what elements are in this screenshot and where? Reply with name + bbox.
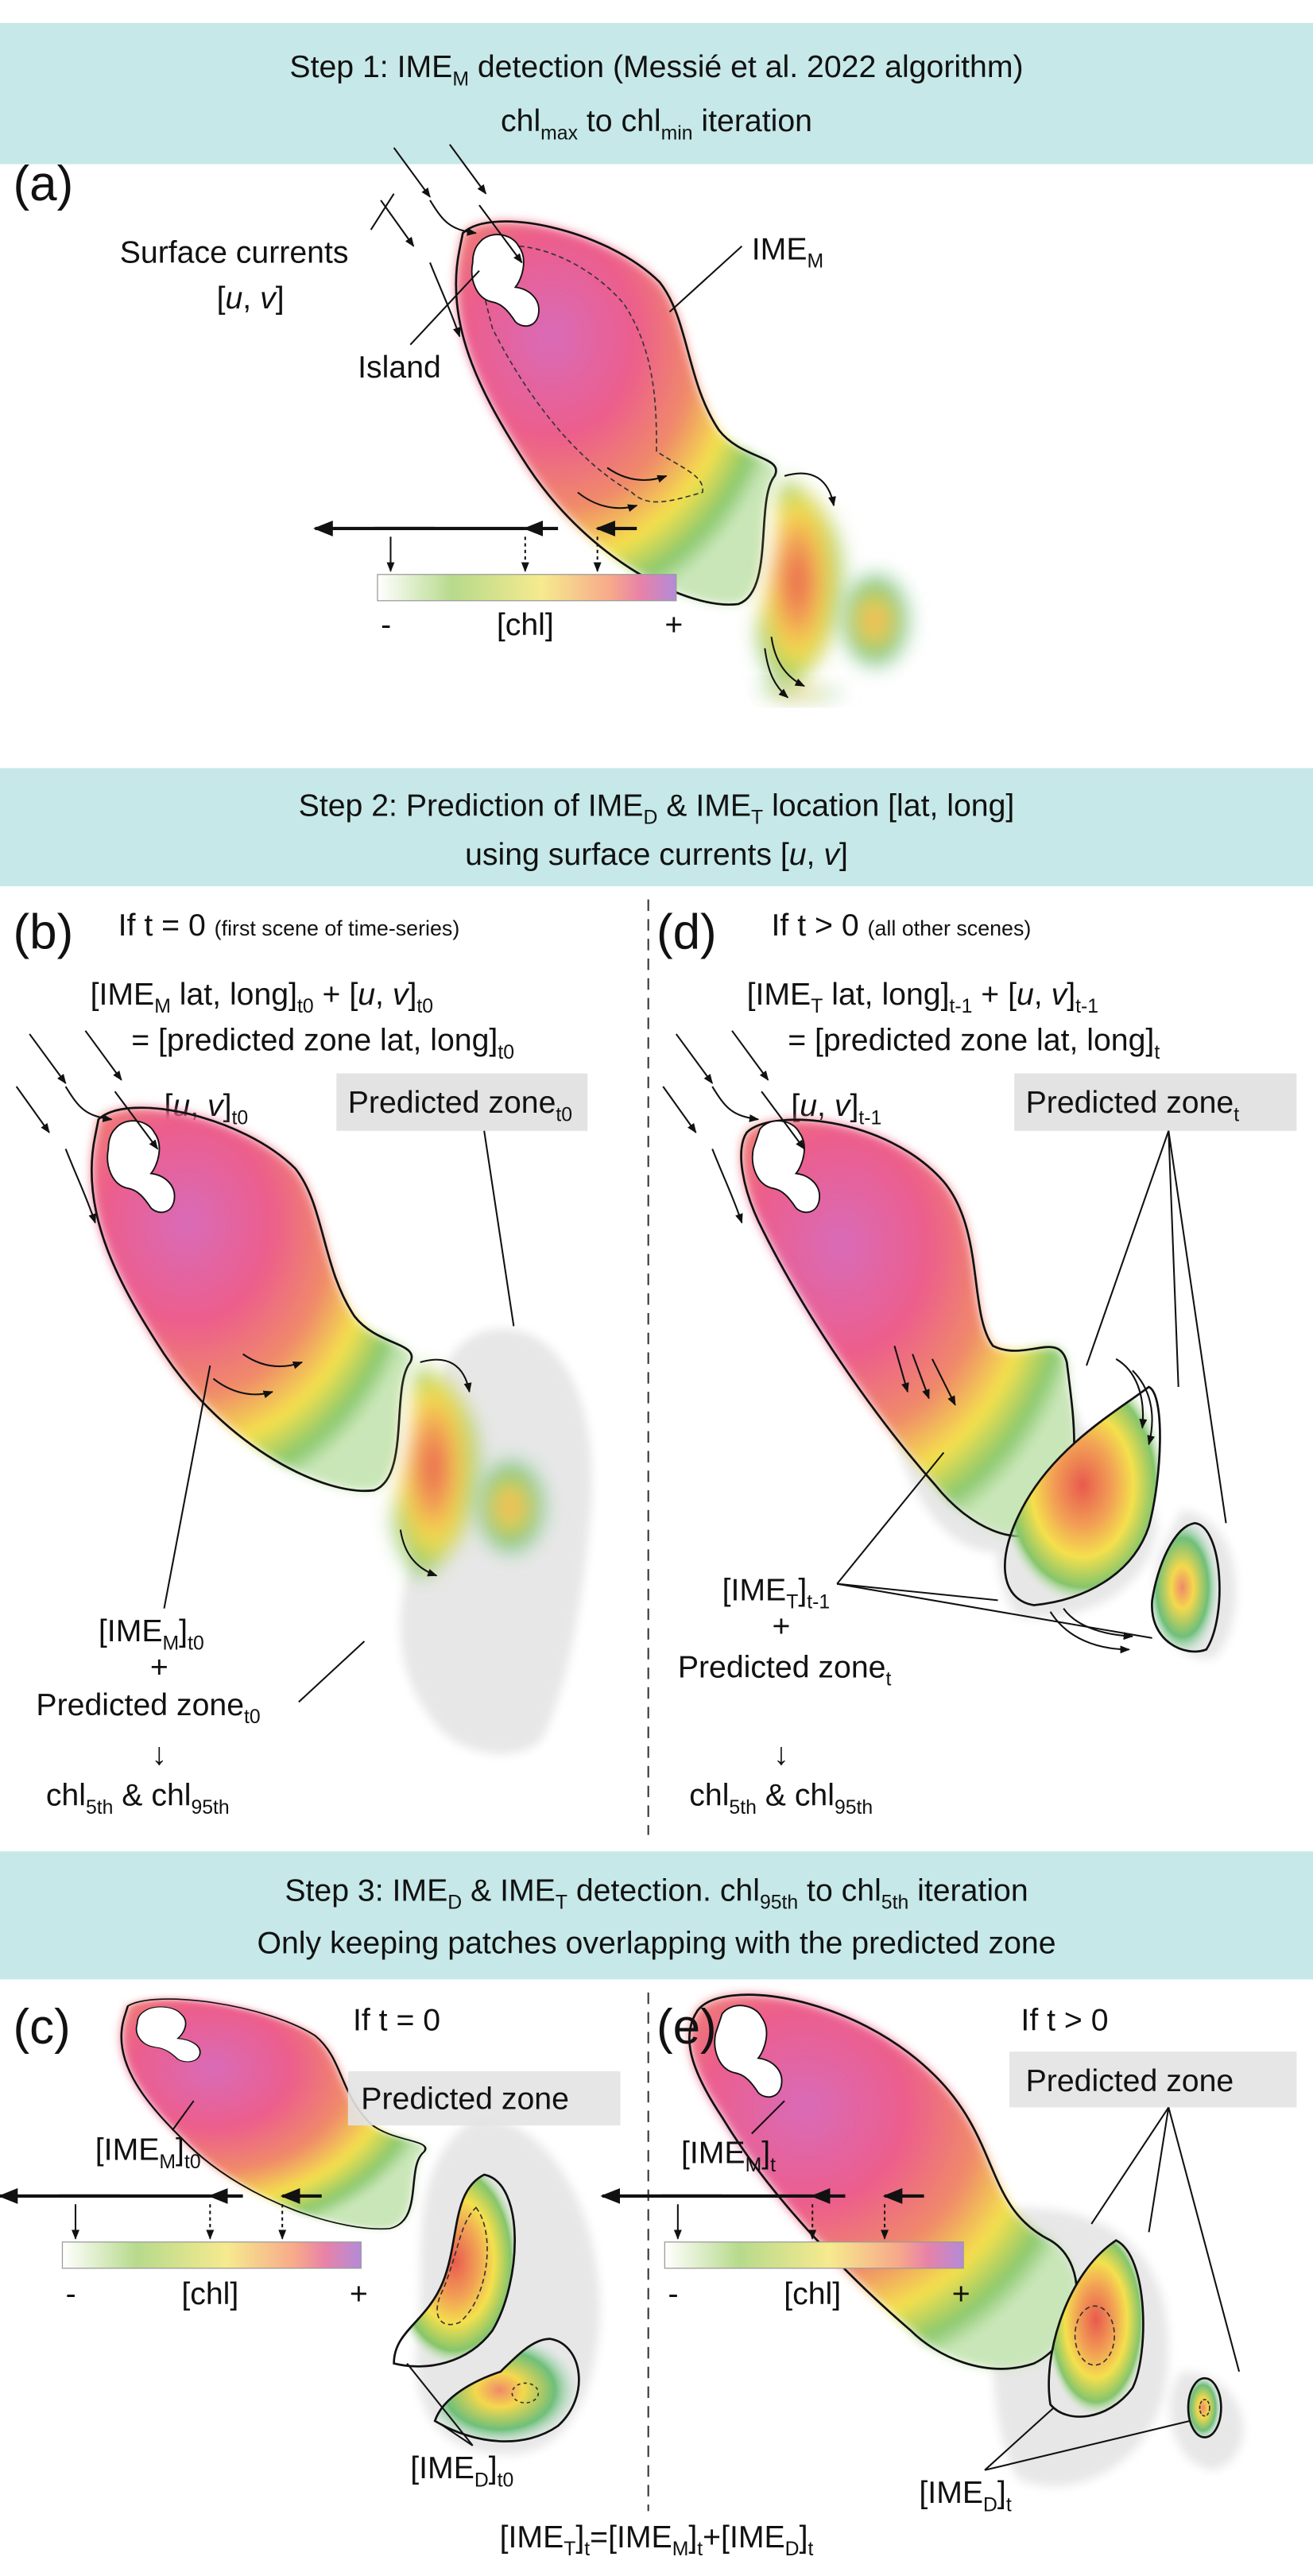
colorbar-label: [chl]	[181, 2276, 238, 2311]
ime-m-t-label: [IMEM]t	[681, 2136, 776, 2176]
condition-label: If t > 0	[1021, 2002, 1108, 2037]
step2-banner	[0, 768, 1313, 887]
ime-t-label: [IMET]t-1	[722, 1572, 831, 1613]
predicted-zone-t0-label: Predicted zonet0	[36, 1687, 260, 1728]
formula-line1: [IMEM lat, long]t0 + [u, v]t0	[91, 977, 433, 1017]
plus-sign: +	[772, 1609, 790, 1644]
ime-m-label: IMEM	[752, 231, 823, 272]
panel-letter: (c)	[14, 2000, 71, 2055]
colorbar-min: -	[381, 607, 391, 642]
panel-letter: (b)	[14, 905, 74, 960]
step2-title: Step 2: Prediction of IMED & IMET locati…	[299, 788, 1015, 828]
colorbar-label: [chl]	[784, 2276, 841, 2311]
ime-d-t-label: [IMED]t	[919, 2475, 1011, 2516]
predicted-zone-label: Predicted zone	[361, 2082, 569, 2117]
predicted-zone-t-label: Predicted zonet	[678, 1649, 892, 1690]
predicted-zone-label-box	[1009, 2051, 1297, 2108]
condition-label: If t = 0	[353, 2002, 440, 2037]
step3-subtitle: Only keeping patches overlapping with th…	[257, 1925, 1055, 1960]
ime-t-blob	[741, 1119, 1075, 1536]
predicted-zone-label: Predicted zonet	[1026, 1085, 1240, 1125]
downstream-small-blob	[842, 571, 915, 670]
panel-c: (c) If t = 0 Predicted zone [IMEM]t0 [IM…	[0, 1997, 621, 2491]
panel-letter: (d)	[656, 905, 717, 960]
surface-currents-label: Surface currents	[120, 234, 349, 269]
uv-label: [u, v]	[217, 281, 285, 316]
down-arrow: ↓	[152, 1737, 168, 1772]
step3-banner	[0, 1851, 1313, 1980]
panel-letter: (e)	[656, 2000, 717, 2055]
island-label: Island	[358, 350, 441, 385]
ime-t-blob-3	[1152, 1523, 1220, 1652]
colorbar: - [chl] +	[0, 2196, 368, 2311]
ime-m-t0-label: [IMEM]t0	[95, 2132, 201, 2173]
colorbar-max: +	[664, 607, 683, 642]
chl-thresholds: chl5th & chl95th	[46, 1777, 230, 1818]
predicted-zone-label-box	[1014, 1073, 1297, 1131]
panel-a: (a) Surface currents [u, v] Island IMEM …	[14, 145, 915, 706]
step1-title: Step 1: IMEM detection (Messié et al. 20…	[289, 49, 1023, 90]
formula-line2: = [predicted zone lat, long]t	[788, 1023, 1160, 1063]
ime-d-blob-2	[435, 2338, 579, 2442]
ime-m-t0-label: [IMEM]t0	[99, 1613, 204, 1654]
ime-d-blob	[1048, 2240, 1144, 2417]
colorbar-min: -	[668, 2276, 678, 2311]
ime-m-blob	[689, 1994, 1077, 2369]
colorbar: - [chl] +	[315, 529, 683, 642]
colorbar-label: [chl]	[497, 607, 554, 642]
formula-line1: [IMET lat, long]t-1 + [u, v]t-1	[747, 977, 1098, 1017]
colorbar-min: -	[66, 2276, 76, 2311]
plus-sign: +	[150, 1649, 168, 1684]
colorbar: - [chl] +	[602, 2196, 970, 2311]
predicted-zone-label: Predicted zone	[1026, 2063, 1234, 2098]
ime-t-blob-2	[1005, 1386, 1160, 1606]
predicted-zone-label: Predicted zonet0	[348, 1085, 572, 1125]
colorbar-max: +	[952, 2276, 970, 2311]
uv-label: [u, v]t-1	[791, 1088, 881, 1129]
panel-b: (b) If t = 0 (first scene of time-series…	[14, 905, 592, 1819]
condition-label: If t = 0 (first scene of time-series)	[118, 908, 460, 943]
panel-d: (d) If t > 0 (all other scenes) [IMET la…	[656, 905, 1297, 1819]
ime-d-t0-label: [IMED]t0	[410, 2450, 513, 2491]
down-arrow: ↓	[773, 1737, 789, 1772]
footer-equation: [IMET]t=[IMEM]t+[IMED]t	[500, 2520, 814, 2560]
ime-d-blob-2	[1187, 2377, 1222, 2438]
panel-e: (e) If t > 0 Predicted zone [IMEM]t [IME…	[602, 1993, 1297, 2516]
step2-subtitle: using surface currents [u, v]	[465, 837, 848, 872]
panel-letter: (a)	[14, 157, 74, 211]
step3-title: Step 3: IMED & IMET detection. chl95th t…	[285, 1873, 1028, 1913]
colorbar-max: +	[350, 2276, 368, 2311]
formula-line2: = [predicted zone lat, long]t0	[131, 1023, 514, 1063]
step1-subtitle: chlmax to chlmin iteration	[501, 103, 812, 144]
step1-banner	[0, 22, 1313, 165]
ime-d-blob	[393, 2175, 515, 2367]
condition-label: If t > 0 (all other scenes)	[772, 908, 1032, 943]
current-arrows	[381, 145, 836, 699]
ime-m-blob	[455, 220, 777, 606]
predicted-zone-label-box	[347, 2071, 621, 2126]
chl-thresholds: chl5th & chl95th	[689, 1777, 873, 1818]
predicted-zone-label-box	[336, 1073, 588, 1131]
